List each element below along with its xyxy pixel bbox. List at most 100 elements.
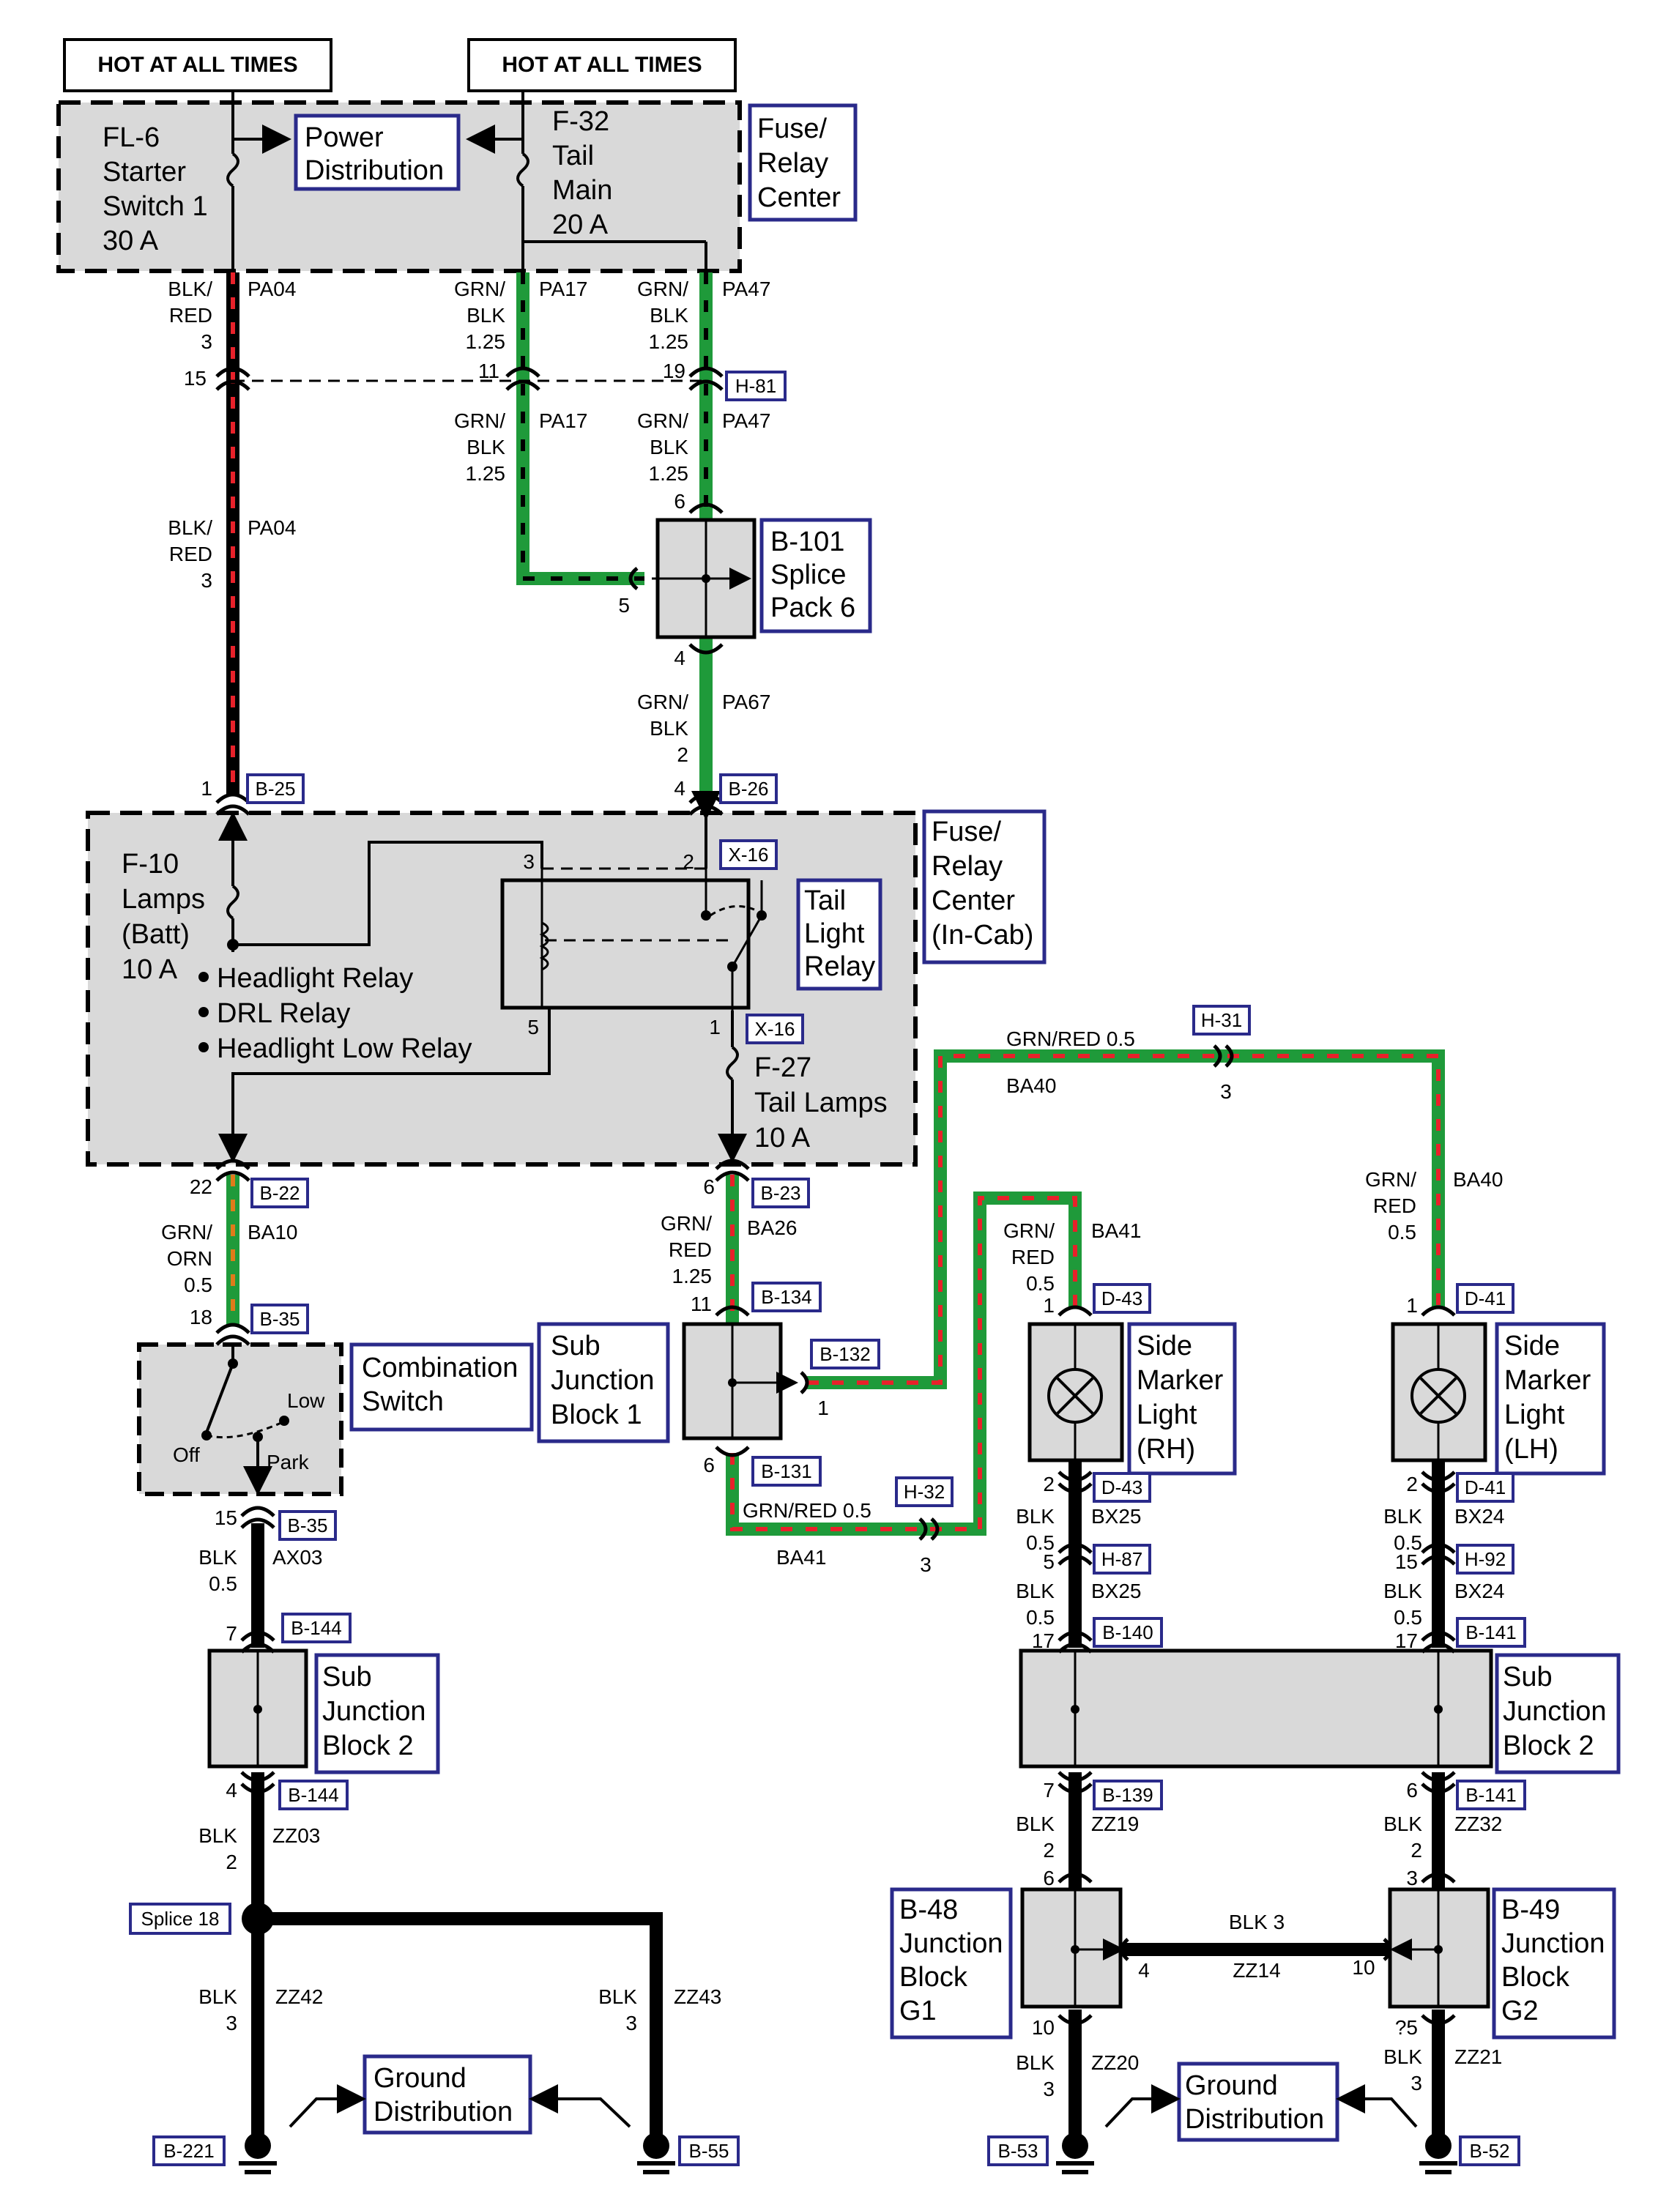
svg-text:3: 3 (226, 2012, 237, 2034)
black-wires (251, 1462, 1445, 2146)
svg-text:B-134: B-134 (761, 1286, 811, 1308)
svg-text:Combination: Combination (362, 1353, 518, 1383)
svg-text:1.25: 1.25 (649, 330, 689, 353)
svg-text:Junction: Junction (899, 1928, 1003, 1959)
svg-text:(RH): (RH) (1137, 1434, 1195, 1465)
svg-text:D-41: D-41 (1465, 1476, 1506, 1498)
svg-text:Distribution: Distribution (1185, 2104, 1324, 2135)
svg-text:22: 22 (190, 1175, 212, 1198)
svg-text:BX25: BX25 (1091, 1580, 1142, 1602)
svg-text:Low: Low (287, 1389, 325, 1412)
svg-text:GRN/RED 0.5: GRN/RED 0.5 (1006, 1027, 1135, 1050)
svg-text:0.5: 0.5 (1388, 1221, 1416, 1244)
svg-text:BLK: BLK (467, 304, 505, 327)
svg-text:Center: Center (757, 182, 841, 213)
svg-text:Switch: Switch (362, 1386, 444, 1417)
svg-text:BLK: BLK (198, 1985, 237, 2008)
svg-text:H-32: H-32 (904, 1481, 945, 1503)
svg-text:G2: G2 (1501, 1996, 1539, 2026)
svg-text:D-43: D-43 (1101, 1287, 1142, 1309)
svg-text:BLK: BLK (650, 304, 688, 327)
svg-text:BX24: BX24 (1454, 1505, 1505, 1528)
svg-text:15: 15 (215, 1506, 237, 1529)
svg-text:F-27: F-27 (754, 1052, 811, 1083)
svg-text:ZZ42: ZZ42 (275, 1985, 323, 2008)
splice-18-dot (242, 1903, 274, 1935)
svg-text:B-141: B-141 (1465, 1621, 1516, 1643)
svg-text:11: 11 (691, 1293, 712, 1315)
svg-text:PA47: PA47 (722, 409, 770, 432)
svg-text:18: 18 (190, 1306, 212, 1328)
svg-text:ZZ14: ZZ14 (1233, 1959, 1280, 1982)
side-marker-rh (1027, 1322, 1124, 1462)
svg-text:BA41: BA41 (776, 1546, 827, 1569)
svg-text:ZZ19: ZZ19 (1091, 1813, 1139, 1835)
fuse-fl6 (226, 103, 291, 272)
svg-text:Light: Light (804, 918, 865, 949)
svg-text:3: 3 (1220, 1080, 1232, 1103)
svg-text:RED: RED (669, 1238, 712, 1261)
hot-label-left: HOT AT ALL TIMES (63, 38, 332, 92)
fuse-f32 (466, 103, 707, 272)
svg-text:15: 15 (184, 367, 207, 390)
svg-text:ORN: ORN (167, 1247, 212, 1270)
svg-text:3: 3 (523, 850, 535, 873)
svg-text:5: 5 (527, 1016, 539, 1038)
svg-text:Starter: Starter (103, 157, 186, 187)
svg-text:Block: Block (1501, 1962, 1570, 1993)
svg-text:BLK: BLK (1016, 2051, 1055, 2074)
svg-text:Sub: Sub (1503, 1662, 1553, 1692)
svg-text:HOT AT ALL TIMES: HOT AT ALL TIMES (502, 53, 702, 77)
svg-text:30 A: 30 A (103, 226, 159, 256)
connector-labels: H-81 B-25 B-26 X-16 X-16 H-31 B-22 B-23 … (152, 371, 1526, 2166)
svg-text:Main: Main (552, 175, 612, 206)
connector-symbols (215, 366, 1456, 2026)
svg-text:Park: Park (267, 1451, 310, 1473)
junction-block-g2 (1388, 1887, 1490, 2009)
svg-text:PA67: PA67 (722, 691, 770, 713)
svg-text:0.5: 0.5 (184, 1274, 212, 1296)
svg-text:RED: RED (1373, 1194, 1416, 1217)
svg-text:3: 3 (201, 569, 212, 592)
svg-text:2: 2 (1406, 1473, 1418, 1495)
svg-text:Splice: Splice (770, 560, 847, 590)
svg-text:B-144: B-144 (291, 1617, 341, 1639)
svg-text:ZZ21: ZZ21 (1454, 2045, 1502, 2068)
svg-text:Switch 1: Switch 1 (103, 191, 208, 222)
svg-text:Marker: Marker (1137, 1365, 1224, 1396)
svg-text:F-32: F-32 (552, 106, 609, 137)
wire-pa17 (516, 272, 644, 585)
svg-text:Light: Light (1504, 1399, 1565, 1430)
svg-text:FL-6: FL-6 (103, 122, 160, 153)
svg-text:6: 6 (703, 1454, 715, 1476)
svg-text:5: 5 (618, 594, 630, 617)
svg-text:3: 3 (920, 1553, 932, 1576)
fuse-relay-center-title-top: Fuse/ Relay Center (748, 103, 858, 222)
svg-text:RED: RED (169, 543, 212, 565)
svg-text:10: 10 (1032, 2016, 1055, 2039)
ground-distribution-right: Ground Distribution (1104, 2062, 1418, 2142)
svg-text:3: 3 (1406, 1867, 1418, 1889)
ground-distribution-left: Ground Distribution (289, 2054, 631, 2135)
svg-text:(Batt): (Batt) (122, 919, 190, 950)
svg-text:PA47: PA47 (722, 278, 770, 300)
svg-text:BLK: BLK (1016, 1813, 1055, 1835)
svg-text:(LH): (LH) (1504, 1434, 1558, 1465)
svg-text:2: 2 (683, 850, 694, 873)
svg-text:10: 10 (1352, 1956, 1375, 1979)
svg-text:BA26: BA26 (747, 1216, 798, 1239)
svg-text:BLK: BLK (1383, 2045, 1422, 2068)
svg-text:?5: ?5 (1395, 2016, 1418, 2039)
svg-text:BLK: BLK (650, 436, 688, 458)
svg-text:PA04: PA04 (248, 516, 296, 539)
svg-text:Off: Off (173, 1443, 200, 1466)
svg-text:B-25: B-25 (256, 778, 296, 800)
svg-text:0.5: 0.5 (1026, 1272, 1055, 1295)
svg-text:3: 3 (201, 330, 212, 353)
svg-text:B-140: B-140 (1102, 1621, 1153, 1643)
svg-text:GRN/: GRN/ (661, 1212, 712, 1235)
svg-text:5: 5 (1043, 1550, 1055, 1573)
svg-text:BA40: BA40 (1006, 1074, 1057, 1097)
svg-text:2: 2 (1410, 1839, 1422, 1862)
